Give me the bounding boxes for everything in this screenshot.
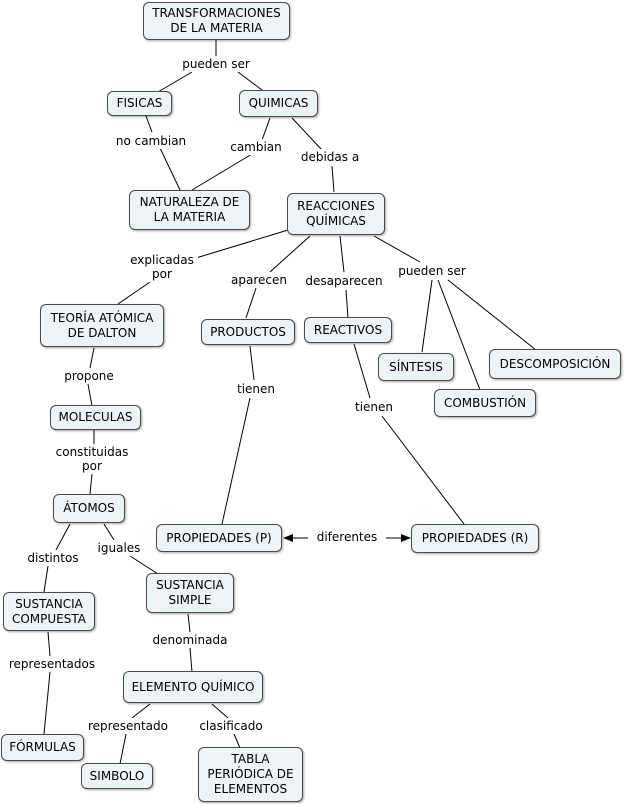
link-label-explicadas-por: explicadas por bbox=[126, 252, 198, 282]
link-label-pueden-ser: pueden ser bbox=[394, 263, 470, 279]
connector-line bbox=[103, 523, 115, 541]
link-label-distintos: distintos bbox=[22, 550, 84, 566]
concept-moleculas[interactable]: MOLECULAS bbox=[50, 405, 141, 430]
link-label-tienen: tienen bbox=[232, 381, 280, 397]
connector-line bbox=[221, 397, 251, 525]
link-label-tienen: tienen bbox=[350, 399, 398, 415]
connector-line bbox=[249, 345, 255, 381]
connector-line bbox=[43, 671, 51, 735]
concept-combustion[interactable]: COMBUSTIÓN bbox=[434, 389, 536, 417]
concept-propiedades-r[interactable]: PROPIEDADES (R) bbox=[411, 524, 539, 553]
connector-line bbox=[47, 631, 51, 657]
link-label-cambian: cambian bbox=[226, 139, 286, 155]
connector-line bbox=[89, 473, 93, 495]
connector-line bbox=[131, 703, 151, 719]
connector-line bbox=[87, 383, 93, 407]
connector-line bbox=[195, 229, 289, 259]
connector-line bbox=[191, 153, 253, 191]
connector-line bbox=[381, 415, 465, 525]
connector-line bbox=[189, 647, 193, 673]
connector-line bbox=[291, 117, 323, 151]
connector-line bbox=[159, 147, 181, 191]
concept-sintesis[interactable]: SÍNTESIS bbox=[378, 353, 454, 381]
concept-naturaleza-de-la-materia[interactable]: NATURALEZA DE LA MATERIA bbox=[129, 190, 250, 230]
concept-simbolo[interactable]: SIMBOLO bbox=[81, 763, 153, 789]
connector-line bbox=[437, 279, 481, 391]
concept-reacciones-quimicas[interactable]: REACCIONES QUÍMICAS bbox=[287, 193, 385, 235]
link-label-aparecen: aparecen bbox=[226, 272, 292, 288]
concept-productos[interactable]: PRODUCTOS bbox=[201, 319, 295, 345]
link-label-desaparecen: desaparecen bbox=[302, 273, 386, 289]
connector-line bbox=[339, 235, 345, 273]
connector-line bbox=[345, 289, 349, 319]
link-label-diferentes: diferentes bbox=[308, 529, 386, 545]
connector-line bbox=[89, 347, 95, 369]
link-label-pueden-ser: pueden ser bbox=[178, 56, 254, 72]
link-label-clasificado: clasificado bbox=[194, 718, 268, 734]
concept-propiedades-p[interactable]: PROPIEDADES (P) bbox=[156, 524, 282, 552]
connector-line bbox=[331, 165, 335, 193]
concept-reactivos[interactable]: REACTIVOS bbox=[304, 317, 392, 343]
connector-line bbox=[237, 71, 263, 91]
connector-line bbox=[233, 733, 241, 749]
connector-line bbox=[129, 555, 159, 575]
link-label-no-cambian: no cambian bbox=[112, 133, 190, 149]
connector-line bbox=[187, 613, 191, 633]
concept-teoria-atomica-de-dalton[interactable]: TEORÍA ATÓMICA DE DALTON bbox=[40, 304, 164, 347]
connector-line bbox=[145, 115, 153, 133]
connector-line bbox=[353, 343, 371, 399]
concept-formulas[interactable]: FÓRMULAS bbox=[1, 734, 84, 761]
concept-descomposicion[interactable]: DESCOMPOSICIÓN bbox=[489, 349, 621, 379]
concept-sustancia-simple[interactable]: SUSTANCIA SIMPLE bbox=[146, 573, 234, 613]
concept-transformaciones-de-la-materia[interactable]: TRANSFORMACIONES DE LA MATERIA bbox=[143, 2, 290, 40]
connector-line bbox=[447, 279, 537, 351]
connector-line bbox=[245, 287, 257, 319]
connector-line bbox=[119, 733, 127, 765]
connector-line bbox=[373, 235, 421, 263]
link-label-iguales: iguales bbox=[94, 540, 144, 556]
link-label-denominada: denominada bbox=[148, 632, 232, 648]
connector-line bbox=[157, 71, 193, 93]
connector-line bbox=[55, 523, 71, 551]
connector-line bbox=[211, 703, 229, 719]
link-label-constituidas-por: constituidas por bbox=[50, 444, 134, 474]
concept-tabla-periodica-de-elementos[interactable]: TABLA PERIÓDICA DE ELEMENTOS bbox=[198, 747, 303, 802]
link-label-representados: representados bbox=[4, 656, 100, 672]
link-label-debidas-a: debidas a bbox=[296, 149, 364, 165]
concept-fisicas[interactable]: FISICAS bbox=[107, 91, 172, 116]
connector-line bbox=[261, 117, 271, 141]
link-label-propone: propone bbox=[60, 368, 118, 384]
concept-elemento-quimico[interactable]: ELEMENTO QUÍMICO bbox=[123, 671, 263, 703]
concept-atomos[interactable]: ÁTOMOS bbox=[53, 494, 125, 523]
link-label-representado: representado bbox=[84, 718, 172, 734]
connector-line bbox=[421, 279, 433, 353]
connector-line bbox=[269, 235, 311, 273]
connector-line bbox=[117, 281, 151, 305]
connector-line bbox=[43, 565, 49, 593]
concept-sustancia-compuesta[interactable]: SUSTANCIA COMPUESTA bbox=[3, 592, 95, 631]
concept-quimicas[interactable]: QUIMICAS bbox=[239, 90, 318, 117]
